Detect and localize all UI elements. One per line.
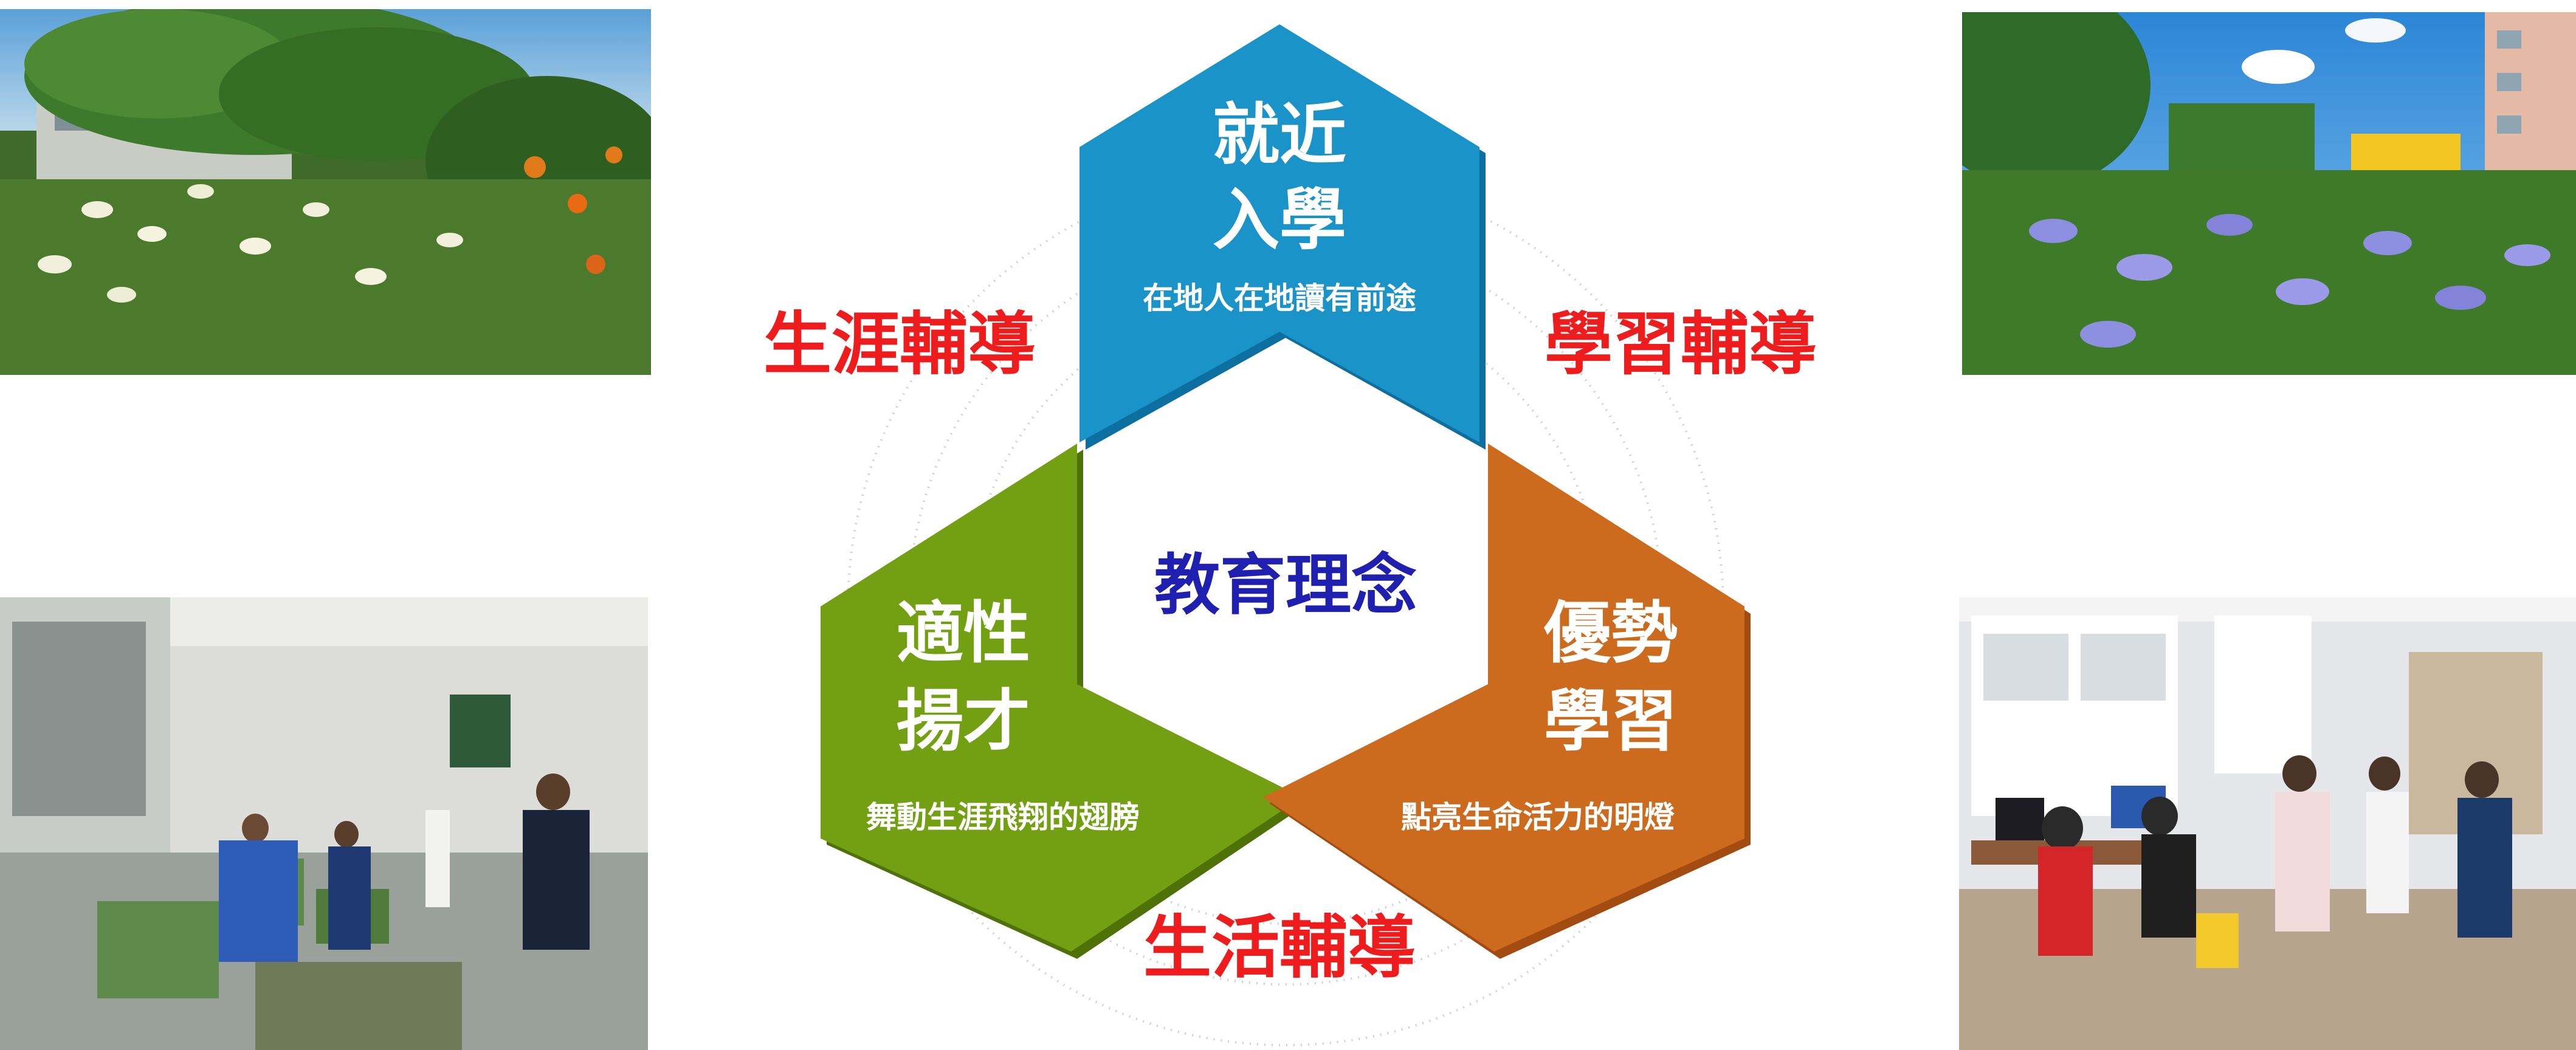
garden-flowers-photo bbox=[0, 9, 651, 375]
hex-left-title-line1: 適性 bbox=[897, 594, 1030, 672]
hex-right-title-line1: 優勢 bbox=[1543, 594, 1678, 672]
hex-left-title-line2: 揚才 bbox=[897, 682, 1030, 760]
education-philosophy-diagram: 就近 入學 在地人在地讀有前途 適性 揚才 舞動生涯飛翔的翅膀 優勢 學習 點亮… bbox=[699, 0, 1872, 1050]
hex-right-subtitle: 點亮生命活力的明燈 bbox=[1401, 800, 1675, 835]
blue-flowers-building-photo bbox=[1962, 12, 2576, 375]
hex-top-title-line2: 入學 bbox=[1213, 181, 1346, 259]
life-guidance-label: 生活輔導 bbox=[1143, 908, 1416, 987]
hex-top-subtitle: 在地人在地讀有前途 bbox=[1143, 281, 1416, 316]
hexagon-right: 優勢 學習 點亮生命活力的明燈 bbox=[1263, 444, 1751, 959]
hexagon-top: 就近 入學 在地人在地讀有前途 bbox=[1080, 24, 1486, 450]
learning-guidance-label: 學習輔導 bbox=[1545, 305, 1817, 384]
hex-left-subtitle: 舞動生涯飛翔的翅膀 bbox=[866, 800, 1140, 835]
machine-workshop-photo bbox=[0, 597, 648, 1050]
hexagon-left: 適性 揚才 舞動生涯飛翔的翅膀 bbox=[821, 444, 1308, 959]
center-title: 教育理念 bbox=[1154, 547, 1417, 623]
hex-top-title-line1: 就近 bbox=[1213, 96, 1346, 174]
hex-right-title-line2: 學習 bbox=[1544, 682, 1678, 760]
computer-classroom-photo bbox=[1959, 597, 2576, 1050]
career-guidance-label: 生涯輔導 bbox=[763, 305, 1036, 384]
